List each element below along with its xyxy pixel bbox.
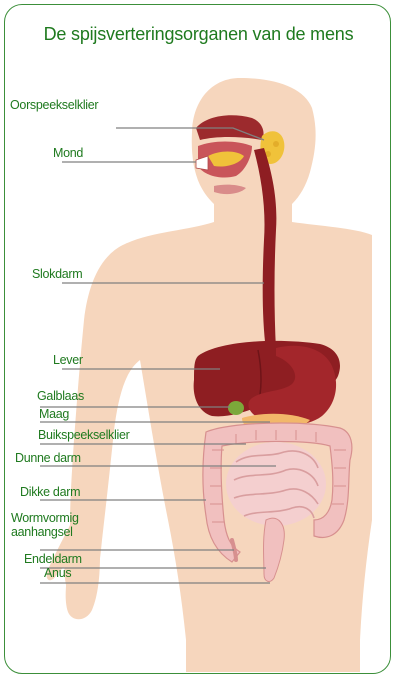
label-dikke-darm: Dikke darm <box>20 486 80 499</box>
diagram-title: De spijsverteringsorganen van de mens <box>0 24 397 45</box>
label-anus: Anus <box>44 567 71 580</box>
label-endeldarm: Endeldarm <box>24 553 82 566</box>
label-galblaas: Galblaas <box>37 390 84 403</box>
label-maag: Maag <box>39 408 69 421</box>
label-buikspeekselklier: Buikspeekselklier <box>38 429 129 442</box>
label-aanhangsel: aanhangsel <box>11 526 73 539</box>
small-intestine <box>226 442 326 526</box>
label-lever: Lever <box>53 354 83 367</box>
gallbladder <box>228 401 244 415</box>
label-wormvormig: Wormvormig <box>11 512 79 525</box>
label-dunne-darm: Dunne darm <box>15 452 81 465</box>
label-slokdarm: Slokdarm <box>32 268 82 281</box>
label-mond: Mond <box>53 147 83 160</box>
label-oorspeekselklier: Oorspeekselklier <box>10 99 98 112</box>
